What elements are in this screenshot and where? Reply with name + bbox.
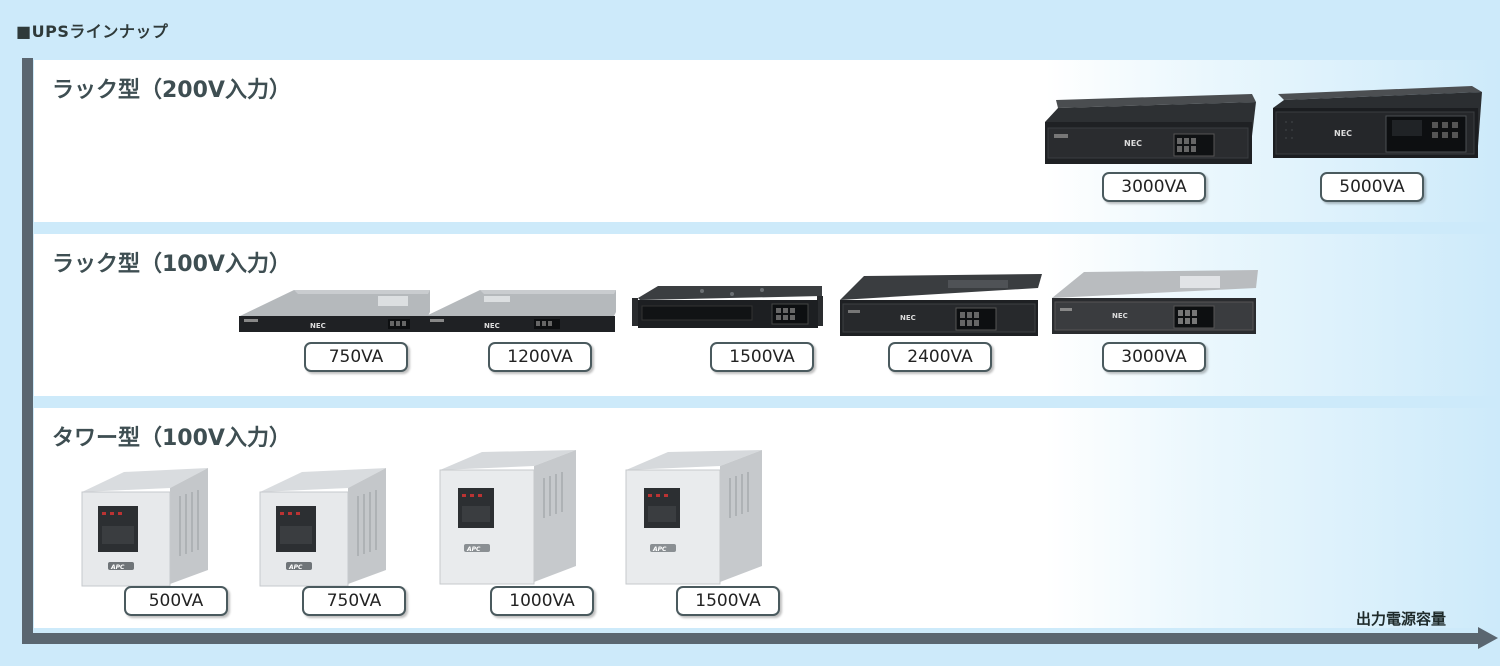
ups-rack-image: NEC	[425, 290, 616, 332]
product-rack-5000va-200v: NEC 5000VA	[1272, 82, 1484, 204]
product-rack-3000va-100v: NEC 3000VA	[1050, 268, 1260, 378]
capacity-label: 750VA	[302, 586, 406, 616]
capacity-label: 1200VA	[488, 342, 592, 372]
capacity-label: 3000VA	[1102, 342, 1206, 372]
group-rack-100v: ラック型（100V入力） NEC 750VA NEC 1200VA	[34, 234, 1500, 396]
brand-logo: NEC	[1334, 129, 1352, 138]
brand-logo: NEC	[900, 314, 916, 322]
group-title: ラック型（100V入力）	[52, 252, 291, 277]
capacity-label: 1500VA	[676, 586, 780, 616]
group-title: ラック型（200V入力）	[52, 78, 291, 103]
ups-rack-image	[632, 286, 823, 328]
ups-rack-image: NEC	[1273, 86, 1482, 158]
ups-rack-image: NEC	[239, 290, 430, 332]
brand-logo: APC	[110, 564, 125, 571]
ups-rack-image: NEC	[1052, 270, 1258, 334]
brand-logo: NEC	[1112, 312, 1128, 320]
brand-logo: APC	[288, 564, 303, 571]
product-tower-1500va: APC 1500VA	[624, 448, 784, 620]
product-tower-750va: APC 750VA	[258, 466, 408, 620]
group-tower-100v: タワー型（100V入力） APC 500VA APC 750VA	[34, 408, 1500, 628]
product-rack-3000va-200v: NEC 3000VA	[1044, 92, 1258, 204]
capacity-label: 500VA	[124, 586, 228, 616]
brand-logo: APC	[652, 546, 667, 553]
ups-rack-image: NEC	[840, 274, 1042, 336]
ups-tower-image: APC	[259, 468, 386, 587]
product-rack-750va-100v: NEC 750VA	[238, 286, 430, 378]
axis-arrow-icon	[1478, 627, 1498, 649]
capacity-label: 5000VA	[1320, 172, 1424, 202]
group-rack-200v: ラック型（200V入力） NEC 3000VA NEC 5000VA	[34, 60, 1500, 222]
axis-label: 出力電源容量	[1356, 610, 1447, 628]
brand-logo: APC	[466, 546, 481, 553]
product-tower-500va: APC 500VA	[80, 466, 230, 620]
product-rack-1200va-100v: NEC 1200VA	[424, 286, 616, 378]
ups-tower-image: APC	[625, 450, 762, 585]
ups-tower-image: APC	[439, 450, 576, 585]
product-rack-1500va-100v: 1500VA	[632, 282, 824, 378]
capacity-axis	[22, 633, 1480, 644]
capacity-label: 750VA	[304, 342, 408, 372]
product-rack-2400va-100v: NEC 2400VA	[838, 270, 1042, 378]
ups-tower-image: APC	[81, 468, 208, 587]
capacity-label: 1000VA	[490, 586, 594, 616]
ups-rack-image: NEC	[1045, 94, 1256, 164]
capacity-label: 3000VA	[1102, 172, 1206, 202]
product-tower-1000va: APC 1000VA	[438, 448, 598, 620]
page-title: ■UPSラインナップ	[16, 22, 169, 41]
vertical-axis	[22, 58, 33, 644]
brand-logo: NEC	[310, 322, 326, 330]
brand-logo: NEC	[484, 322, 500, 330]
brand-logo: NEC	[1124, 139, 1142, 148]
capacity-label: 2400VA	[888, 342, 992, 372]
capacity-label: 1500VA	[710, 342, 814, 372]
group-title: タワー型（100V入力）	[52, 426, 291, 451]
